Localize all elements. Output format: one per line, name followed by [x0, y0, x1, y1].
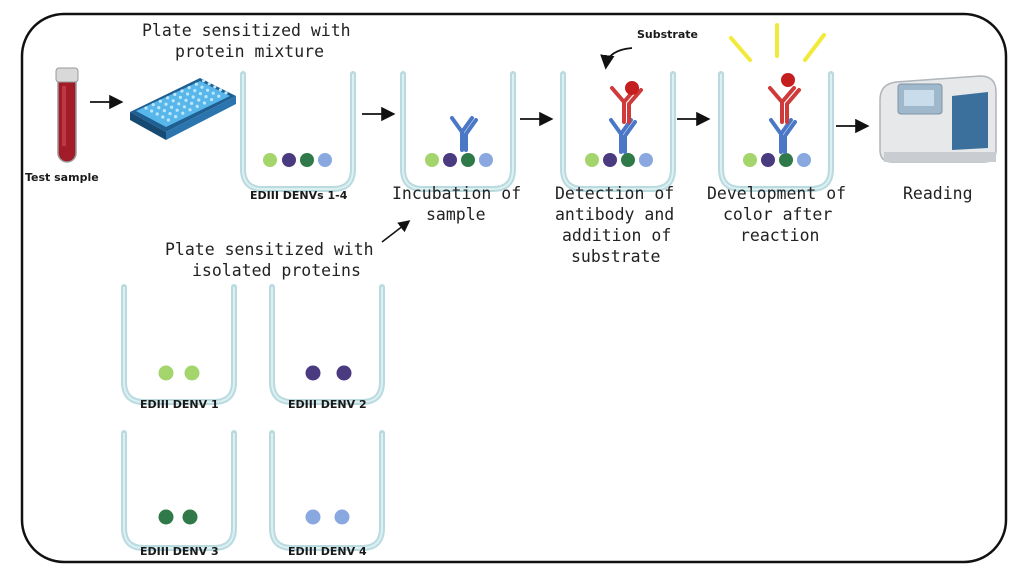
- incubation-label-1: Incubation of: [392, 184, 521, 203]
- plate-well-dot: [198, 92, 202, 96]
- plate-mixture-title-2: protein mixture: [175, 42, 324, 61]
- antigen-denv1-a: [158, 365, 174, 381]
- plate-well-dot: [171, 99, 175, 103]
- antigen-denv2-a: [305, 365, 321, 381]
- plate-well-dot: [191, 95, 195, 99]
- development-label-3: reaction: [740, 226, 819, 245]
- plate-well-dot: [173, 92, 177, 96]
- plate-well-dot: [166, 96, 170, 100]
- plate-isolated-title-2: isolated proteins: [192, 261, 361, 280]
- test-tube-icon: [55, 67, 79, 163]
- antigens-detection: [585, 153, 653, 167]
- plate-well-dot: [187, 86, 191, 90]
- plate-well-dot: [178, 95, 182, 99]
- plate-well-dot: [213, 85, 217, 89]
- plate-well-dot: [161, 115, 165, 119]
- plate-well-dot: [168, 112, 172, 116]
- denv4-label: EDIII DENV 4: [288, 545, 367, 558]
- detection-label-4: substrate: [571, 247, 660, 266]
- denv1-label: EDIII DENV 1: [140, 398, 219, 411]
- detection-label-3: addition of: [562, 226, 671, 245]
- antigens-incubation: [425, 153, 493, 167]
- denv3-label: EDIII DENV 3: [140, 545, 219, 558]
- plate-well-dot: [224, 91, 228, 95]
- detection-label-1: Detection of: [555, 184, 674, 203]
- development-label-1: Development of: [707, 184, 846, 203]
- arrow-isolated-to-incubation: [381, 220, 411, 243]
- microplate-icon: [130, 78, 236, 140]
- plate-well-dot: [166, 118, 170, 122]
- plate-well-dot: [155, 112, 159, 116]
- plate-reader-icon: [879, 75, 997, 163]
- plate-well-dot: [157, 106, 161, 110]
- plate-well-dot: [151, 103, 155, 107]
- plate-well-dot: [170, 105, 174, 109]
- glow-rays-icon: [729, 23, 826, 62]
- reading-label: Reading: [903, 184, 973, 203]
- substrate-reacted-icon: [781, 73, 795, 87]
- plate-isolated-title-1: Plate sensitized with: [165, 240, 374, 259]
- plate-well-dot: [218, 88, 222, 92]
- antigens-mixture: [263, 153, 332, 167]
- plate-well-dot: [144, 106, 148, 110]
- antigen-denv2-b: [336, 365, 352, 381]
- plate-well-dot: [180, 89, 184, 93]
- plate-well-dot: [195, 104, 199, 108]
- development-label-2: color after: [723, 205, 832, 224]
- plate-well-dot: [202, 79, 206, 83]
- well-mixture-label: EDIII DENVs 1-4: [250, 189, 348, 202]
- detection-label-2: antibody and: [555, 205, 674, 224]
- substrate-icon: [625, 81, 639, 95]
- plate-well-dot: [158, 99, 162, 103]
- plate-mixture-title-1: Plate sensitized with: [142, 21, 351, 40]
- plate-well-dot: [174, 115, 178, 119]
- antigens-development: [743, 153, 811, 167]
- plate-well-dot: [211, 91, 215, 95]
- plate-well-dot: [150, 109, 154, 113]
- plate-well-dot: [217, 94, 221, 98]
- antigen-denv4-b: [334, 509, 350, 525]
- plate-well-dot: [186, 92, 190, 96]
- plate-well-dot: [194, 82, 198, 86]
- plate-well-dot: [162, 109, 166, 113]
- curved-arrow-icon: [600, 47, 633, 70]
- plate-well-dot: [175, 108, 179, 112]
- plate-well-dot: [207, 82, 211, 86]
- plate-well-dot: [202, 101, 206, 105]
- plate-well-dot: [188, 108, 192, 112]
- antigen-denv4-a: [305, 509, 321, 525]
- plate-well-dot: [204, 95, 208, 99]
- plate-well-dot: [190, 101, 194, 105]
- denv2-label: EDIII DENV 2: [288, 398, 367, 411]
- antigen-denv3-a: [158, 509, 174, 525]
- plate-well-dot: [206, 88, 210, 92]
- outer-frame: [20, 12, 1008, 564]
- plate-well-dot: [193, 89, 197, 93]
- incubation-label-2: sample: [426, 205, 486, 224]
- substrate-label: Substrate: [637, 28, 698, 41]
- test-sample-label: Test sample: [25, 171, 99, 184]
- plate-well-dot: [210, 98, 214, 102]
- plate-well-dot: [200, 85, 204, 89]
- plate-well-dot: [182, 105, 186, 109]
- plate-well-dot: [177, 102, 181, 106]
- plate-well-dot: [181, 111, 185, 115]
- antigen-denv1-b: [184, 365, 200, 381]
- antigen-denv3-b: [182, 509, 198, 525]
- plate-well-dot: [164, 102, 168, 106]
- plate-well-dot: [184, 98, 188, 102]
- plate-well-dot: [197, 98, 201, 102]
